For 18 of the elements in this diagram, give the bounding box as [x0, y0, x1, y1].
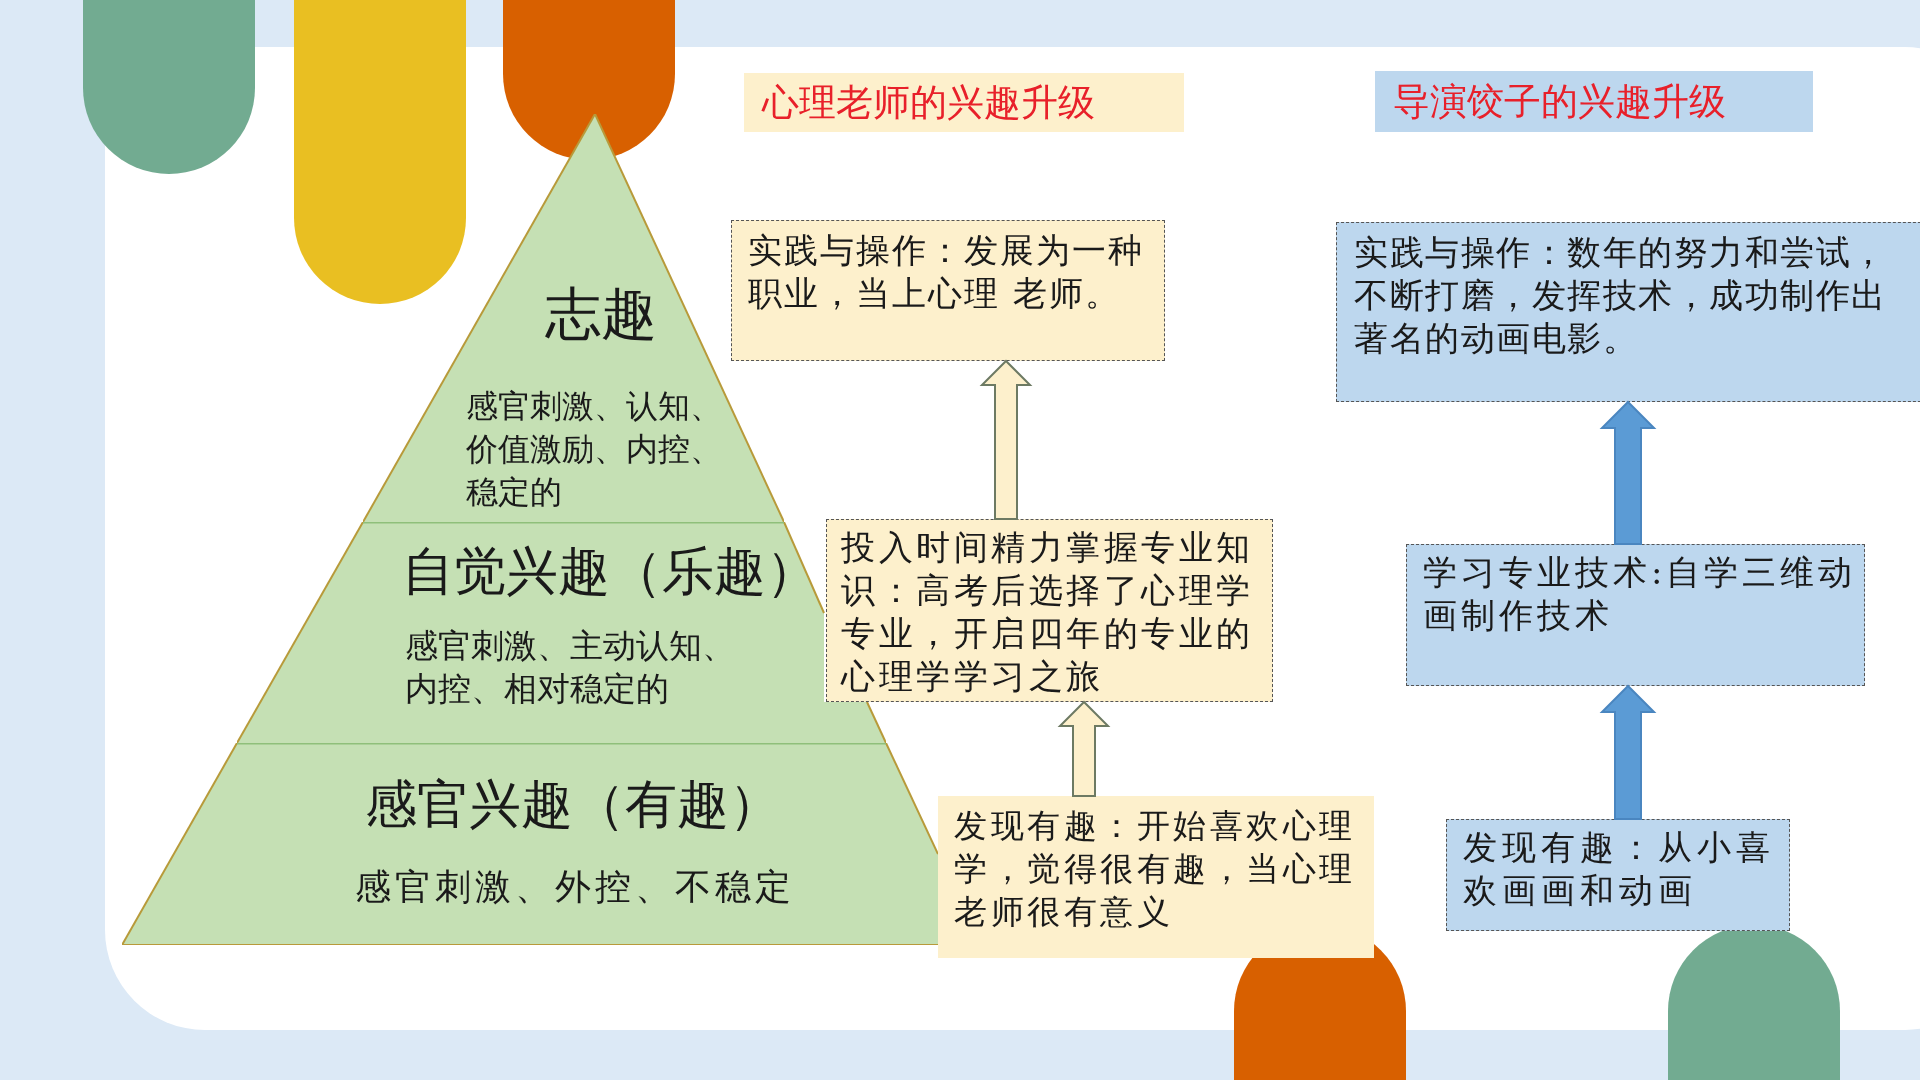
- block-arrow: [1599, 684, 1657, 820]
- step-box: 学习专业技术:自学三维动画制作技术: [1406, 544, 1865, 686]
- step-box: 发现有趣：开始喜欢心理学，觉得很有趣，当心理老师很有意义: [938, 796, 1374, 958]
- level-description: 感官刺激、认知、价值激励、内控、稳定的: [466, 386, 723, 513]
- level-description: 感官刺激、主动认知、内控、相对稳定的: [405, 625, 736, 710]
- level-description: 感官刺激、外控、不稳定: [355, 865, 796, 908]
- block-arrow: [1057, 700, 1111, 797]
- level-heading: 志趣: [545, 280, 657, 348]
- level-heading: 自觉兴趣（乐趣）: [402, 540, 818, 603]
- step-box: 实践与操作：数年的努力和尝试，不断打磨，发挥技术，成功制作出著名的动画电影。: [1336, 222, 1920, 402]
- block-arrow: [979, 359, 1033, 520]
- level-heading: 感官兴趣（有趣）: [365, 773, 781, 836]
- section-heading: 导演饺子的兴趣升级: [1375, 71, 1813, 132]
- step-box: 发现有趣：从小喜欢画画和动画: [1446, 819, 1790, 931]
- step-box: 投入时间精力掌握专业知识：高考后选择了心理学专业，开启四年的专业的心理学学习之旅: [826, 519, 1273, 702]
- section-heading: 心理老师的兴趣升级: [744, 73, 1184, 132]
- step-box: 实践与操作：发展为一种职业，当上心理 老师。: [731, 220, 1165, 361]
- block-arrow: [1599, 400, 1657, 545]
